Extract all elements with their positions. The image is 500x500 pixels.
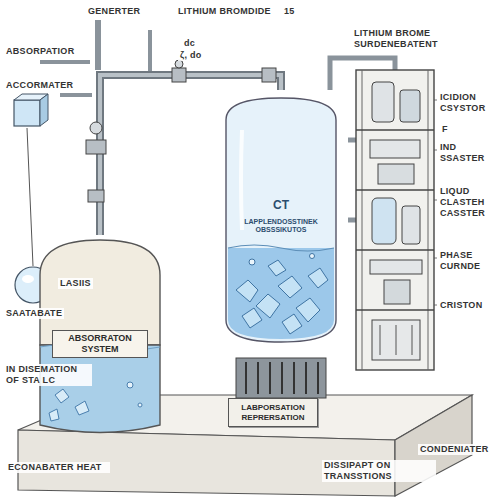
part-label: PHASE CURNDE bbox=[438, 250, 500, 272]
cube-side bbox=[40, 94, 48, 126]
vessel-stand bbox=[236, 358, 326, 398]
part-label: ζ, do bbox=[178, 50, 204, 61]
pipe bbox=[148, 30, 152, 72]
node-text: LABPORSATION REPRERSATION bbox=[235, 403, 311, 422]
stand-fins bbox=[246, 362, 318, 394]
part-label: LITHIUM BROMDIDE bbox=[176, 6, 273, 17]
base-plaque: LABPORSATION REPRERSATION bbox=[228, 398, 318, 427]
part-label: LITHIUM BROME SURDENEBATENT bbox=[352, 28, 460, 50]
part-label: ICIDION CSYSTOR bbox=[438, 92, 500, 114]
part-label: ABSORPATIOR bbox=[4, 46, 76, 57]
part-label: SAATABATE bbox=[4, 308, 64, 319]
part-label: dc bbox=[182, 38, 197, 49]
part-label: ECONABATER HEAT bbox=[6, 462, 110, 473]
pipe bbox=[40, 60, 90, 64]
node-text: LAPPLENDOSSTINEK OBSSSIKUTOS bbox=[231, 218, 331, 235]
pipe bbox=[60, 93, 92, 97]
absorption-tank: ABSORRATON SYSTEM bbox=[35, 235, 165, 440]
glass-vessel: CT LAPPLENDOSSTINEK OBSSSIKUTOS bbox=[212, 90, 350, 360]
pipe bbox=[95, 20, 101, 70]
part-label: LIQUD CLASTEH CASSTER bbox=[438, 186, 500, 218]
part-label: GENERTER bbox=[86, 6, 142, 17]
cube-icon bbox=[14, 100, 40, 126]
part-label: IN DISEMATION OF STA LC bbox=[4, 364, 92, 386]
part-label: 15 bbox=[282, 6, 297, 17]
part-label: DISSIPAPT ON TRANSSTIONS bbox=[322, 460, 436, 482]
leader-line bbox=[27, 128, 33, 266]
node-text: CT bbox=[261, 198, 301, 212]
part-label: ACCORMATER bbox=[4, 80, 75, 91]
condenser-frame bbox=[356, 70, 434, 370]
part-label: CONDENIATER bbox=[418, 444, 491, 455]
node-text: ABSORRATON SYSTEM bbox=[52, 330, 148, 358]
part-label: F bbox=[440, 124, 450, 135]
part-label: LASIIS bbox=[58, 278, 93, 289]
part-label: CRISTON bbox=[438, 300, 484, 311]
sphere-shine bbox=[22, 275, 34, 283]
leader-lines bbox=[434, 100, 437, 305]
part-label: IND SSASTER bbox=[438, 142, 500, 164]
